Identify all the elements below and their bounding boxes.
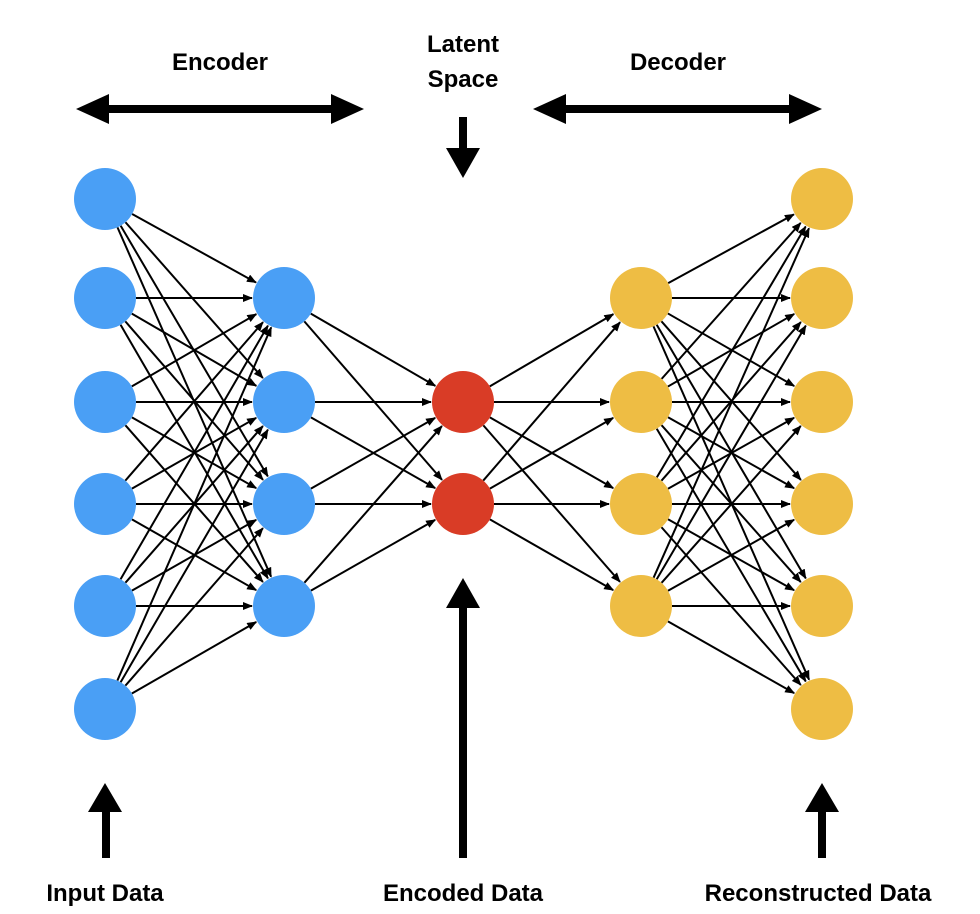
connection-decoder-hidden-1-to-output-0 [660,222,802,380]
connection-input-4-to-encoder-hidden-0 [119,324,269,580]
neuron-decoder-hidden-3 [610,575,672,637]
connection-decoder-hidden-3-to-output-5 [667,620,796,695]
decoder-span-arrow-icon [533,94,822,124]
connection-input-5-to-encoder-hidden-1 [119,428,269,683]
neuron-input-3 [74,473,136,535]
neuron-encoder-hidden-2 [253,473,315,535]
neuron-output-1 [791,267,853,329]
connection-input-0-to-encoder-hidden-0 [131,213,257,284]
neuron-input-4 [74,575,136,637]
neuron-output-3 [791,473,853,535]
connection-encoder-hidden-3-to-latent-1 [310,518,437,592]
neuron-output-5 [791,678,853,740]
latent-space-label-line1: Latent [427,31,499,58]
connection-decoder-hidden-1-to-output-1 [667,313,796,388]
neuron-decoder-hidden-2 [610,473,672,535]
neurons [74,168,853,740]
reconstructed-up-arrow-icon [805,783,839,858]
neuron-input-0 [74,168,136,230]
neuron-decoder-hidden-0 [610,267,672,329]
neuron-latent-1 [432,473,494,535]
neuron-encoder-hidden-3 [253,575,315,637]
connection-encoder-hidden-0-to-latent-1 [303,320,443,481]
connection-decoder-hidden-3-to-output-0 [652,227,810,579]
connection-input-3-to-encoder-hidden-0 [124,321,264,482]
connection-decoder-hidden-3-to-output-2 [660,425,802,584]
connection-encoder-hidden-2-to-latent-0 [310,416,437,490]
input-up-arrow-icon [88,783,122,858]
connection-latent-1-to-decoder-hidden-1 [489,417,615,490]
encoded-data-label: Encoded Data [383,880,544,907]
neuron-input-5 [74,678,136,740]
neuron-output-2 [791,371,853,433]
connection-decoder-hidden-2-to-output-0 [655,225,807,478]
neuron-input-2 [74,371,136,433]
neuron-encoder-hidden-0 [253,267,315,329]
decoder-label: Decoder [630,49,726,76]
neuron-output-0 [791,168,853,230]
latent-down-arrow-icon [446,117,480,178]
neuron-encoder-hidden-1 [253,371,315,433]
reconstructed-data-label: Reconstructed Data [705,880,932,907]
connection-latent-0-to-decoder-hidden-0 [489,313,615,388]
neuron-decoder-hidden-1 [610,371,672,433]
connection-decoder-hidden-3-to-output-1 [655,324,807,580]
input-data-label: Input Data [46,880,164,907]
connection-latent-1-to-decoder-hidden-3 [489,518,615,591]
encoded-up-arrow-icon [446,578,480,858]
neuron-output-4 [791,575,853,637]
latent-space-label-line2: Space [428,66,499,93]
connection-input-5-to-encoder-hidden-2 [124,527,264,687]
encoder-label: Encoder [172,49,268,76]
connection-encoder-hidden-3-to-latent-0 [303,425,443,584]
connection-decoder-hidden-0-to-output-0 [667,213,795,285]
connection-input-5-to-encoder-hidden-3 [131,621,258,695]
connection-input-0-to-encoder-hidden-1 [124,221,264,379]
connection-input-2-to-encoder-hidden-0 [131,313,258,388]
connection-input-5-to-encoder-hidden-0 [116,326,273,681]
encoder-span-arrow-icon [76,94,364,124]
connection-decoder-hidden-3-to-output-3 [667,518,795,592]
connection-latent-1-to-decoder-hidden-0 [482,321,621,482]
neuron-latent-0 [432,371,494,433]
connection-encoder-hidden-0-to-latent-0 [310,312,437,387]
connections [116,213,811,695]
neuron-input-1 [74,267,136,329]
